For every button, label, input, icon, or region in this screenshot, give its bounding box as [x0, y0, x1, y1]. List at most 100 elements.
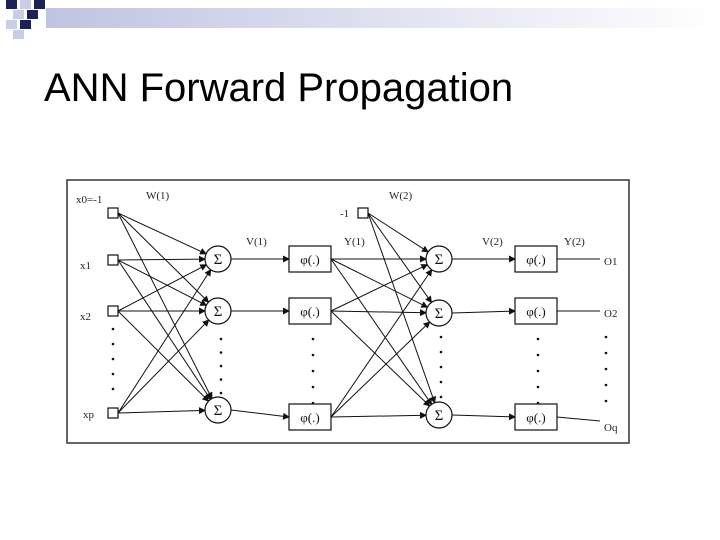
ellipsis-dot [219, 337, 223, 341]
ellipsis-dot [439, 350, 443, 354]
weight-connection [367, 212, 433, 304]
weight-connection [117, 255, 207, 263]
sum-symbol: Σ [214, 304, 223, 320]
ellipsis-dot [111, 327, 115, 331]
header-decoration [6, 0, 720, 39]
deco-square [13, 10, 24, 19]
activation-node [514, 403, 558, 431]
activation-node [514, 245, 558, 273]
sum-symbol: Σ [435, 306, 444, 322]
summation-node [425, 245, 453, 273]
weight-connection [330, 310, 431, 407]
activation-symbol: φ(.) [526, 252, 545, 267]
input-label-xp: xp [83, 409, 95, 421]
ellipsis-dot [536, 401, 540, 405]
weight-connection [330, 264, 429, 312]
signal-arrow [451, 413, 516, 421]
sum-symbol: Σ [214, 403, 223, 419]
ellipsis-dot [604, 351, 608, 355]
ellipsis-dot [604, 367, 608, 371]
ellipsis-dot [536, 337, 540, 341]
activation-node [288, 297, 332, 325]
ellipsis-dot [311, 401, 315, 405]
sum-symbol: Σ [435, 408, 444, 424]
output-label-o1: O1 [604, 256, 617, 268]
weight-connection [117, 259, 212, 401]
ellipsis-dot [311, 385, 315, 389]
bias-node [357, 207, 369, 219]
deco-square [13, 30, 24, 39]
summation-node [204, 297, 232, 325]
ellipsis-dot [111, 357, 115, 361]
weight-connection [330, 309, 428, 317]
signal-label-v2: V(2) [482, 236, 503, 248]
bias-hidden-label: -1 [340, 208, 349, 220]
ellipsis-dot [219, 378, 223, 381]
input-node [107, 407, 119, 419]
weight-connection [117, 407, 207, 415]
weight-connection [330, 268, 433, 418]
ellipsis-dot [439, 335, 443, 339]
activation-symbol: φ(.) [300, 304, 319, 319]
weight-connection [117, 310, 210, 402]
summation-node [425, 401, 453, 429]
deco-square [34, 0, 45, 9]
ellipsis-dot [439, 395, 443, 399]
input-node [107, 305, 119, 317]
input-label-x0: x0=-1 [76, 194, 102, 206]
slide-title: ANN Forward Propagation [44, 66, 514, 110]
weight-connection [367, 212, 429, 253]
output-label-o2: O2 [604, 308, 617, 320]
activation-node [288, 245, 332, 273]
sum-symbol: Σ [435, 252, 444, 268]
weight-label-2: W(2) [389, 190, 413, 202]
signal-label-v1: V(1) [246, 236, 267, 248]
deco-square [6, 0, 17, 9]
summation-node [204, 396, 232, 424]
sum-symbol: Σ [214, 252, 223, 268]
weight-connection [117, 264, 208, 312]
signal-label-y1: Y(1) [344, 236, 365, 248]
ellipsis-dot [604, 383, 608, 387]
input-label-x2: x2 [80, 311, 91, 323]
weight-label-1: W(1) [146, 190, 170, 202]
summation-node [425, 299, 453, 327]
input-node [107, 254, 119, 266]
signal-label-y2: Y(2) [564, 236, 585, 248]
ellipsis-dot [219, 391, 223, 395]
weight-connection [117, 268, 212, 414]
ellipsis-dot [536, 385, 540, 389]
weight-connection [117, 212, 210, 303]
summation-node [204, 245, 232, 273]
input-node [107, 207, 119, 219]
weight-connection [330, 258, 433, 406]
weight-connection [367, 212, 437, 404]
ellipsis-dot [604, 335, 608, 339]
output-label-oq: Oq [604, 422, 618, 434]
ellipsis-dot [536, 353, 540, 357]
weight-connection [117, 212, 208, 255]
ellipsis-dot [536, 369, 540, 373]
activation-node [288, 403, 332, 431]
activation-symbol: φ(.) [526, 304, 545, 319]
ellipsis-dot [111, 342, 115, 346]
weight-connection [330, 411, 428, 419]
input-label-x1: x1 [80, 260, 91, 272]
deco-square [27, 10, 38, 19]
deco-square [20, 20, 31, 29]
deco-square [20, 0, 31, 9]
output-line [556, 416, 601, 422]
ellipsis-dot [439, 365, 443, 369]
ellipsis-dot [439, 380, 443, 384]
weight-connection [330, 321, 431, 418]
ellipsis-dot [219, 351, 223, 354]
signal-arrow [230, 409, 290, 420]
ellipsis-dot [219, 364, 223, 368]
ellipsis-dot [311, 353, 315, 357]
signal-arrow [451, 307, 516, 315]
ellipsis-dot [604, 399, 608, 403]
deco-square [6, 20, 17, 29]
ellipsis-dot [111, 387, 115, 391]
activation-symbol: φ(.) [526, 410, 545, 425]
network-diagram: x0=-1 x1 x2 xp W(1) W(2) -1 V(1) Y(1) V(… [66, 179, 630, 444]
